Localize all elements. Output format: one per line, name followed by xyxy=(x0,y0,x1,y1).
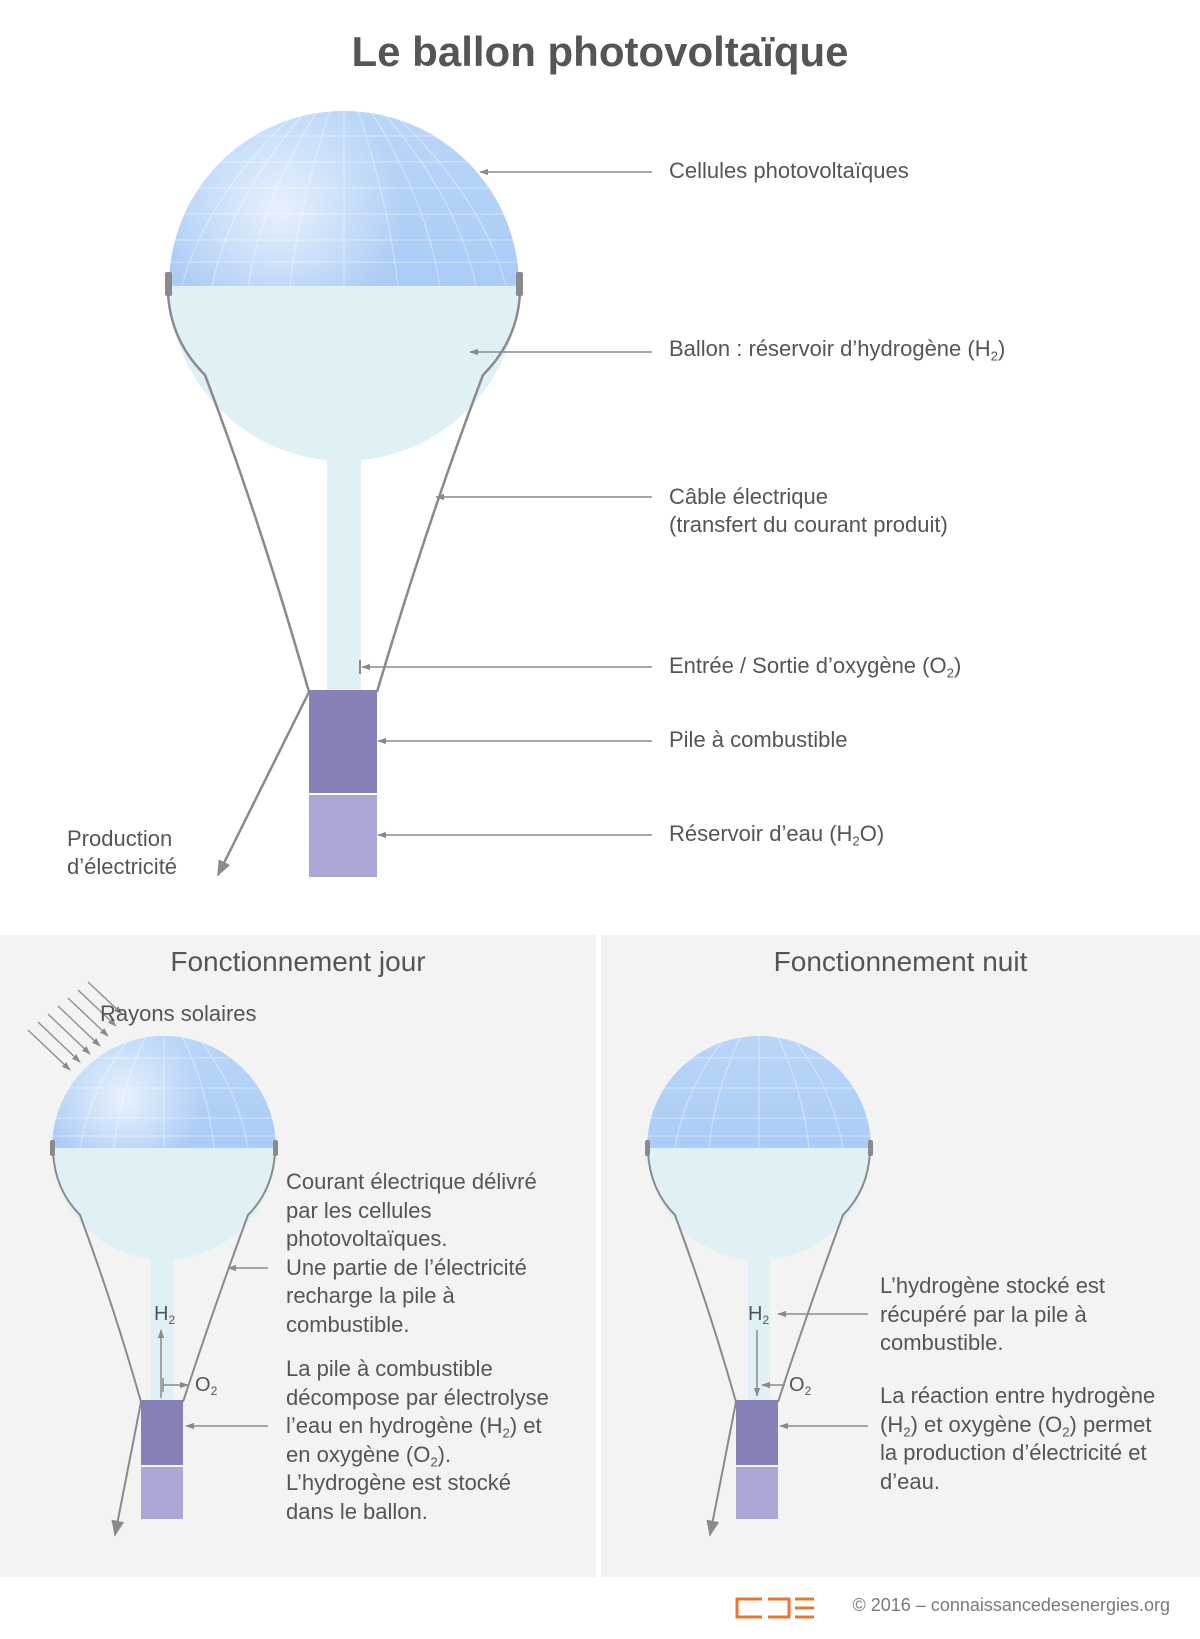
night-h2-label: H2 xyxy=(748,1303,770,1328)
day-balloon xyxy=(50,1036,280,1537)
day-fuel-cell xyxy=(141,1400,183,1465)
day-text-electrolysis: La pile à combustible décompose par élec… xyxy=(286,1356,549,1524)
cable-right xyxy=(375,291,522,693)
label-oxygene: Entrée / Sortie d’oxygène (O2) xyxy=(669,653,962,681)
rim-clip-left xyxy=(165,272,172,296)
night-panel-bg xyxy=(601,935,1200,1577)
main-balloon xyxy=(160,110,530,877)
night-o2-label: O2 xyxy=(789,1374,812,1399)
night-tube xyxy=(748,1240,770,1405)
label-ballon: Ballon : réservoir d’hydrogène (H2) xyxy=(669,336,1006,364)
night-cable-right xyxy=(777,1151,871,1403)
day-h2-label: H2 xyxy=(154,1303,176,1328)
day-o2-label: O2 xyxy=(195,1374,218,1399)
night-cells xyxy=(645,1036,875,1148)
day-panel-title: Fonctionnement jour xyxy=(170,946,426,977)
day-cable-right xyxy=(182,1151,276,1403)
night-cable-left xyxy=(647,1151,737,1403)
night-panel-title: Fonctionnement nuit xyxy=(773,946,1028,977)
day-pointers xyxy=(185,1264,268,1430)
fuel-cell xyxy=(309,690,377,793)
page-title: Le ballon photovoltaïque xyxy=(351,28,849,75)
oxygen-tube xyxy=(327,455,361,692)
footer-copyright: © 2016 – connaissancedesenergies.org xyxy=(852,1595,1170,1615)
solar-rays-icon xyxy=(27,981,123,1071)
night-water-tank xyxy=(736,1467,778,1519)
day-production-arrow xyxy=(111,1401,142,1537)
main-pointers xyxy=(361,168,652,839)
production-arrow xyxy=(216,691,311,877)
cde-logo-icon xyxy=(735,1597,814,1619)
water-tank xyxy=(309,795,377,877)
rim-clip-right xyxy=(516,272,523,296)
label-eau: Réservoir d’eau (H2O) xyxy=(669,821,885,849)
label-cable: Câble électrique(transfert du courant pr… xyxy=(669,484,948,537)
night-production-arrow xyxy=(706,1401,737,1537)
day-text-current: Courant électrique délivré par les cellu… xyxy=(286,1169,537,1337)
night-fuel-cell xyxy=(736,1400,778,1465)
day-tube xyxy=(151,1240,173,1405)
day-cells xyxy=(50,1036,280,1148)
label-cellules: Cellules photovoltaïques xyxy=(669,158,909,183)
label-rayons: Rayons solaires xyxy=(100,1001,257,1026)
photovoltaic-cells xyxy=(160,110,530,286)
night-text-recovery: L’hydrogène stocké est récupéré par la p… xyxy=(880,1273,1106,1355)
night-balloon xyxy=(645,1036,875,1537)
night-text-reaction: La réaction entre hydrogène (H2) et oxyg… xyxy=(880,1383,1156,1494)
day-cable-left xyxy=(52,1151,142,1403)
night-pointers xyxy=(777,1310,868,1430)
label-pile: Pile à combustible xyxy=(669,727,848,752)
cable-left xyxy=(166,291,311,693)
day-water-tank xyxy=(141,1467,183,1519)
